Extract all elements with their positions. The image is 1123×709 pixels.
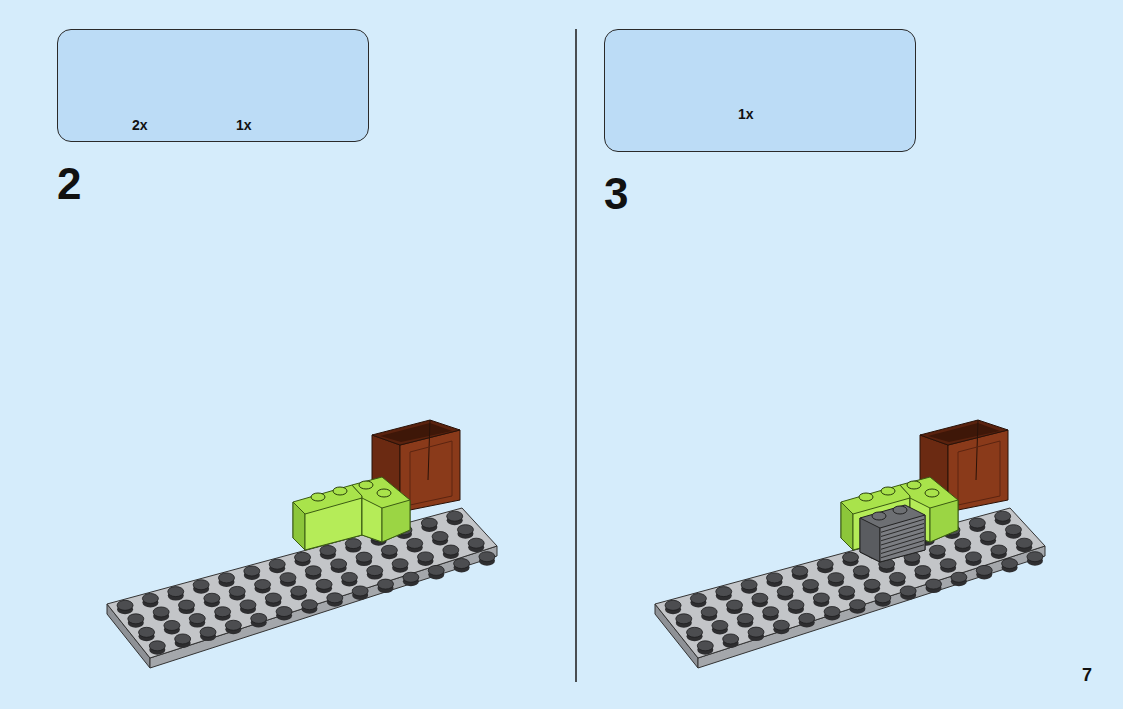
part-quantity: 2x — [132, 117, 148, 133]
parts-callout: 1x — [604, 29, 916, 152]
page-number: 7 — [1082, 666, 1092, 684]
step-number: 3 — [604, 172, 628, 216]
step-number: 2 — [57, 162, 81, 206]
parts-callout: 2x 1x — [57, 29, 369, 142]
part-quantity: 1x — [738, 106, 754, 122]
part-quantity: 1x — [236, 117, 252, 133]
